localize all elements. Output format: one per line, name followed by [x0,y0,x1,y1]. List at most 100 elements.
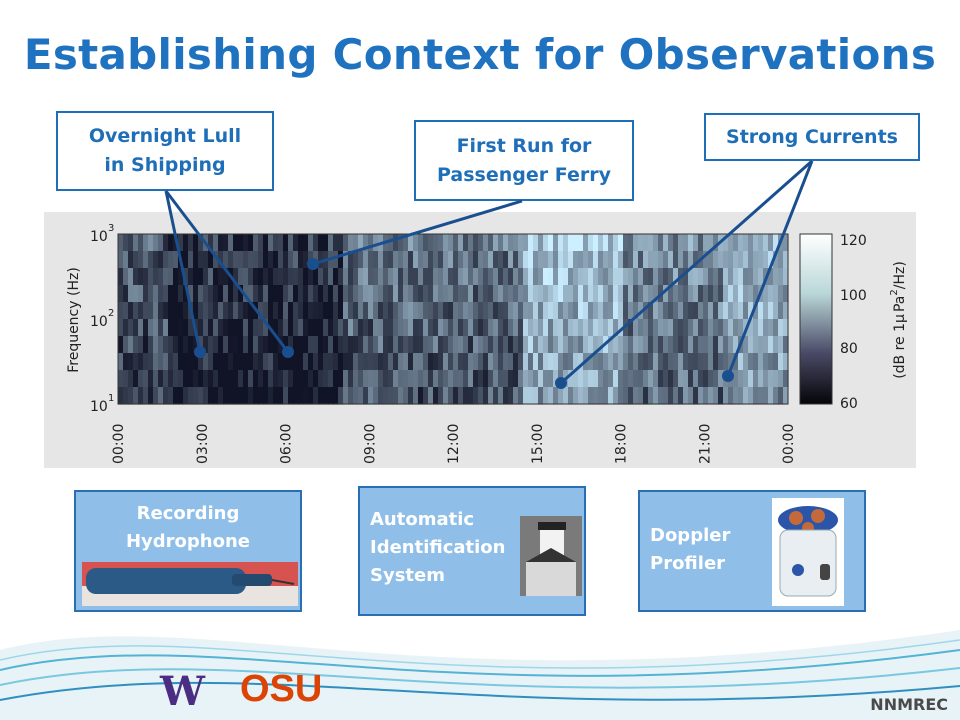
spectrogram-cell [683,370,689,388]
spectrogram-cell [543,370,549,388]
spectrogram-cell [578,336,584,354]
spectrogram-cell [293,353,299,371]
spectrogram-cell [733,387,739,405]
spectrogram-cell [533,387,539,405]
spectrogram-cell [268,387,274,405]
spectrogram-cell [373,387,379,405]
spectrogram-cell [463,319,469,337]
spectrogram-cell [643,234,649,252]
spectrogram-cell [428,336,434,354]
y-tick-base: 10 [90,314,108,330]
spectrogram-cell [323,336,329,354]
spectrogram-cell [673,319,679,337]
spectrogram-cell [648,268,654,286]
spectrogram-cell [628,251,634,269]
spectrogram-cell [613,336,619,354]
spectrogram-cell [178,302,184,320]
spectrogram-cell [598,353,604,371]
spectrogram-cell [123,336,129,354]
spectrogram-cell [628,268,634,286]
spectrogram-cell [243,319,249,337]
spectrogram-cell [413,251,419,269]
spectrogram-cell [388,234,394,252]
spectrogram-cell [533,302,539,320]
spectrogram-cell [268,353,274,371]
spectrogram-cell [303,319,309,337]
spectrogram-cell [783,302,789,320]
spectrogram-cell [388,251,394,269]
spectrogram-cell [533,336,539,354]
x-tick-label: 09:00 [362,424,378,464]
spectrogram-cell [218,319,224,337]
spectrogram-cell [263,336,269,354]
spectrogram-cell [173,285,179,303]
spectrogram-cell [193,353,199,371]
spectrogram-cell [183,336,189,354]
spectrogram-cell [608,268,614,286]
spectrogram-cell [738,387,744,405]
spectrogram-cell [413,234,419,252]
spectrogram-cell [443,285,449,303]
spectrogram-cell [233,319,239,337]
spectrogram-cell [783,234,789,252]
spectrogram-cell [243,268,249,286]
spectrogram-cell [428,319,434,337]
spectrogram-cell [248,234,254,252]
spectrogram-cell [758,336,764,354]
spectrogram-cell [498,370,504,388]
spectrogram-cell [143,387,149,405]
spectrogram-cell [633,234,639,252]
spectrogram-cell [713,251,719,269]
spectrogram-cell [728,234,734,252]
spectrogram-cell [188,387,194,405]
connector-line [164,190,290,353]
spectrogram-cell [693,302,699,320]
colorbar-label-mid: Pa [892,296,908,312]
spectrogram-cell [363,268,369,286]
spectrogram-cell [718,353,724,371]
spectrogram-cell [358,268,364,286]
spectrogram-cell [388,302,394,320]
spectrogram-cell [373,353,379,371]
spectrogram-cell [178,336,184,354]
spectrogram-cell [273,370,279,388]
spectrogram-cell [608,353,614,371]
spectrogram-cell [633,370,639,388]
spectrogram-cell [473,319,479,337]
spectrogram-cell [783,387,789,405]
spectrogram-cell [688,234,694,252]
spectrogram-cell [608,336,614,354]
spectrogram-cell [458,370,464,388]
spectrogram-cell [268,336,274,354]
spectrogram-cell [743,387,749,405]
spectrogram-cell [333,302,339,320]
spectrogram-cell [508,268,514,286]
spectrogram-cell [503,319,509,337]
spectrogram-cell [213,268,219,286]
spectrogram-cell [188,370,194,388]
spectrogram-cell [328,370,334,388]
spectrogram-cell [548,319,554,337]
ais-box: Automatic Identification System [358,486,586,616]
spectrogram-cell [738,370,744,388]
spectrogram-cell [603,268,609,286]
spectrogram-cell [198,251,204,269]
spectrogram-cell [278,251,284,269]
spectrogram-cell [308,234,314,252]
spectrogram-cell [523,268,529,286]
spectrogram-cell [278,387,284,405]
spectrogram-cell [138,251,144,269]
spectrogram-cell [133,387,139,405]
spectrogram-cell [388,319,394,337]
spectrogram-cell [603,251,609,269]
spectrogram-cell [493,302,499,320]
spectrogram-cell [508,336,514,354]
spectrogram-cell [138,336,144,354]
spectrogram-cell [193,251,199,269]
spectrogram-cell [263,353,269,371]
spectrogram-cell [693,319,699,337]
spectrogram-cell [638,234,644,252]
spectrogram-cell [723,353,729,371]
spectrogram-cell [718,387,724,405]
spectrogram-cell [438,251,444,269]
